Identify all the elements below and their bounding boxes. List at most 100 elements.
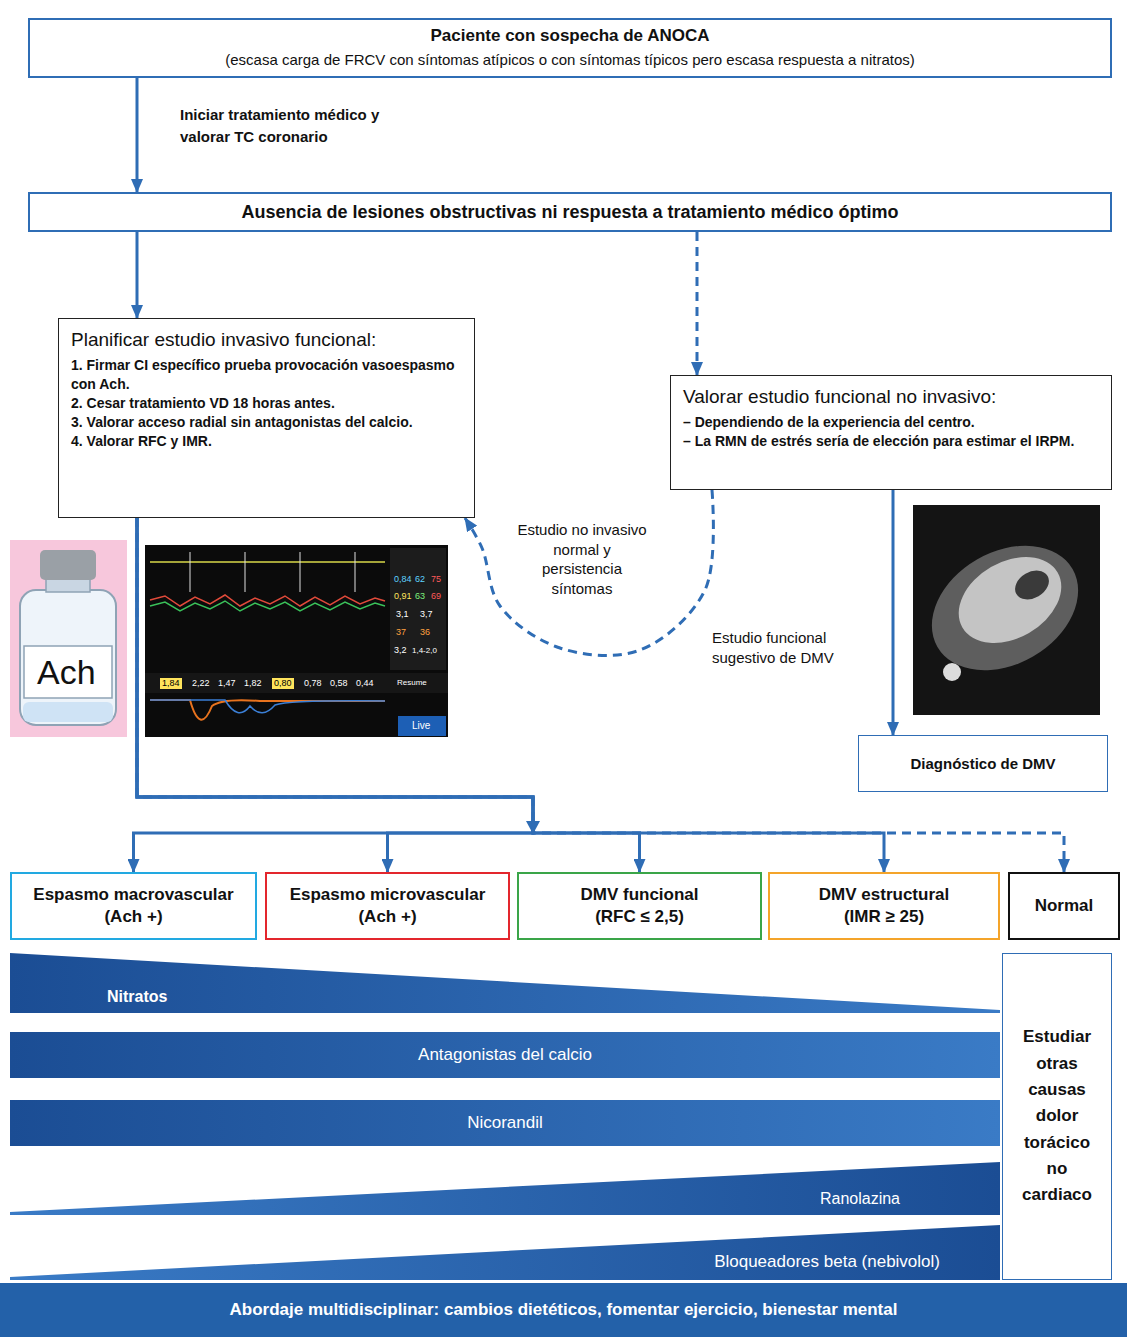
category-box: Espasmo microvascular (Ach +): [265, 872, 510, 940]
node-text: Abordaje multidisciplinar: cambios dieté…: [230, 1300, 898, 1320]
connector-arrow: [136, 78, 139, 192]
node-text: Planificar estudio invasivo funcional:: [71, 329, 462, 351]
band-fill: [10, 1162, 1000, 1215]
monitor-value-strip: [145, 673, 448, 693]
monitor-value: 3,2: [394, 646, 407, 655]
node-text: Estudiar otras causas dolor torácico no …: [1012, 1024, 1102, 1208]
node-text: Ausencia de lesiones obstructivas ni res…: [241, 202, 898, 223]
node-text: Nitratos: [107, 988, 167, 1006]
node-body-text: 1. Firmar CI específico prueba provocaci…: [71, 356, 462, 394]
mri-heart: [909, 521, 1100, 696]
node-text: Antagonistas del calcio: [418, 1045, 592, 1065]
node-text: DMV estructural (IMR ≥ 25): [804, 884, 964, 928]
monitor-value: 2,22: [192, 679, 210, 688]
node-body-text: – Dependiendo de la experiencia del cent…: [683, 413, 1099, 432]
monitor-value: 36: [420, 628, 430, 637]
bottle-label: [24, 646, 112, 698]
monitor-value: 1,4-2,0: [412, 647, 437, 655]
trace-beats: [190, 552, 355, 592]
bottle-neck: [46, 578, 90, 592]
node-text: Normal: [1035, 896, 1094, 916]
band-fill: [10, 953, 1000, 1013]
monitor-value: 1,84: [160, 678, 182, 689]
monitor-value: 0,44: [356, 679, 374, 688]
treatment-band: Nicorandil: [10, 1100, 1000, 1146]
pressure-monitor: [145, 545, 448, 737]
monitor-value: 37: [396, 628, 406, 637]
monitor-value: Resume: [397, 679, 427, 687]
bottle-background: [10, 540, 127, 737]
mri-vessel: [943, 663, 961, 681]
monitor-value: 75: [431, 575, 441, 584]
monitor-value: 1,47: [218, 679, 236, 688]
node-body-text: (escasa carga de FRCV con síntomas atípi…: [40, 51, 1100, 68]
monitor-value: 62: [415, 575, 425, 584]
mri-wall: [1010, 565, 1054, 606]
node-text: DMV funcional (RFC ≤ 2,5): [560, 884, 720, 928]
approach-band: Abordaje multidisciplinar: cambios dieté…: [0, 1283, 1127, 1337]
node-text: Valorar estudio funcional no invasivo:: [683, 386, 1099, 408]
bottle-label-text: Ach: [37, 655, 96, 689]
band-fill: [10, 1100, 1000, 1146]
treatment-wedge: Nitratos: [10, 953, 1000, 1013]
node-text: Espasmo microvascular (Ach +): [280, 884, 495, 928]
node-text: Diagnóstico de DMV: [910, 755, 1055, 772]
connector-arrow: [465, 490, 713, 655]
thermodilution-curve: [150, 700, 385, 713]
bottle-cap: [40, 550, 96, 580]
node-text: Paciente con sospecha de ANOCA: [40, 26, 1100, 46]
edge-label: Estudio funcional sugestivo de DMV: [712, 628, 882, 669]
treatment-wedge: Ranolazina: [10, 1162, 1000, 1215]
diagnosis-box: Diagnóstico de DMV: [858, 735, 1108, 792]
trace-aortic: [150, 561, 385, 563]
bottle-body: [20, 590, 116, 725]
invasive-study-box: Planificar estudio invasivo funcional: 1.…: [58, 318, 475, 518]
process-box: Ausencia de lesiones obstructivas ni res…: [28, 192, 1112, 232]
node-body-text: 3. Valorar acceso radial sin antagonista…: [71, 413, 462, 432]
connector-arrow: [696, 232, 699, 375]
monitor-value: 0,91: [394, 592, 412, 601]
monitor-value: Live: [412, 721, 430, 731]
noninvasive-study-box: Valorar estudio funcional no invasivo: – …: [670, 375, 1112, 490]
connector-arrow: [137, 518, 1064, 872]
category-box: Espasmo macrovascular (Ach +): [10, 872, 257, 940]
node-text: Espasmo macrovascular (Ach +): [26, 884, 241, 928]
monitor-value: 0,80: [272, 678, 294, 689]
bottle-liquid: [23, 702, 113, 722]
band-fill: [10, 1225, 1000, 1280]
category-box: DMV funcional (RFC ≤ 2,5): [517, 872, 762, 940]
connector-arrow: [137, 518, 884, 872]
connector-arrow: [137, 518, 533, 872]
category-box: DMV estructural (IMR ≥ 25): [768, 872, 1000, 940]
trace-pd: [150, 601, 385, 611]
node-text: Bloqueadores beta (nebivolol): [714, 1252, 940, 1272]
mri-ventricle: [943, 540, 1076, 661]
category-box: Normal: [1008, 872, 1120, 940]
monitor-side-panel: [390, 548, 446, 670]
connector-arrow: [892, 490, 895, 735]
monitor-value: 0,84: [394, 575, 412, 584]
monitor-value: 0,78: [304, 679, 322, 688]
note-box: Estudiar otras causas dolor torácico no …: [1002, 953, 1112, 1280]
monitor-value: 69: [431, 592, 441, 601]
band-fill: [10, 1032, 1000, 1078]
node-body-text: – La RMN de estrés sería de elección par…: [683, 432, 1099, 451]
monitor-value: 0,58: [330, 679, 348, 688]
start-box: Paciente con sospecha de ANOCA (escasa ca…: [28, 18, 1112, 78]
edge-label: Estudio no invasivo normal y persistenci…: [512, 520, 652, 598]
treatment-band: Antagonistas del calcio: [10, 1032, 1000, 1078]
monitor-value: 63: [415, 592, 425, 601]
live-button: [398, 716, 446, 736]
monitor-value: 3,1: [396, 610, 409, 619]
band-shape: [10, 1162, 1000, 1215]
cardiac-mri: [909, 505, 1100, 715]
monitor-value: 3,7: [420, 610, 433, 619]
edge-label: Iniciar tratamiento médico y valorar TC …: [180, 104, 430, 148]
monitor-screen: [145, 545, 448, 737]
node-body-text: 4. Valorar RFC y IMR.: [71, 432, 462, 451]
node-body-text: 2. Cesar tratamiento VD 18 horas antes.: [71, 394, 462, 413]
connector-arrow: [134, 518, 534, 872]
treatment-wedge: Bloqueadores beta (nebivolol): [10, 1225, 1000, 1280]
thermodilution-curve: [150, 700, 385, 720]
